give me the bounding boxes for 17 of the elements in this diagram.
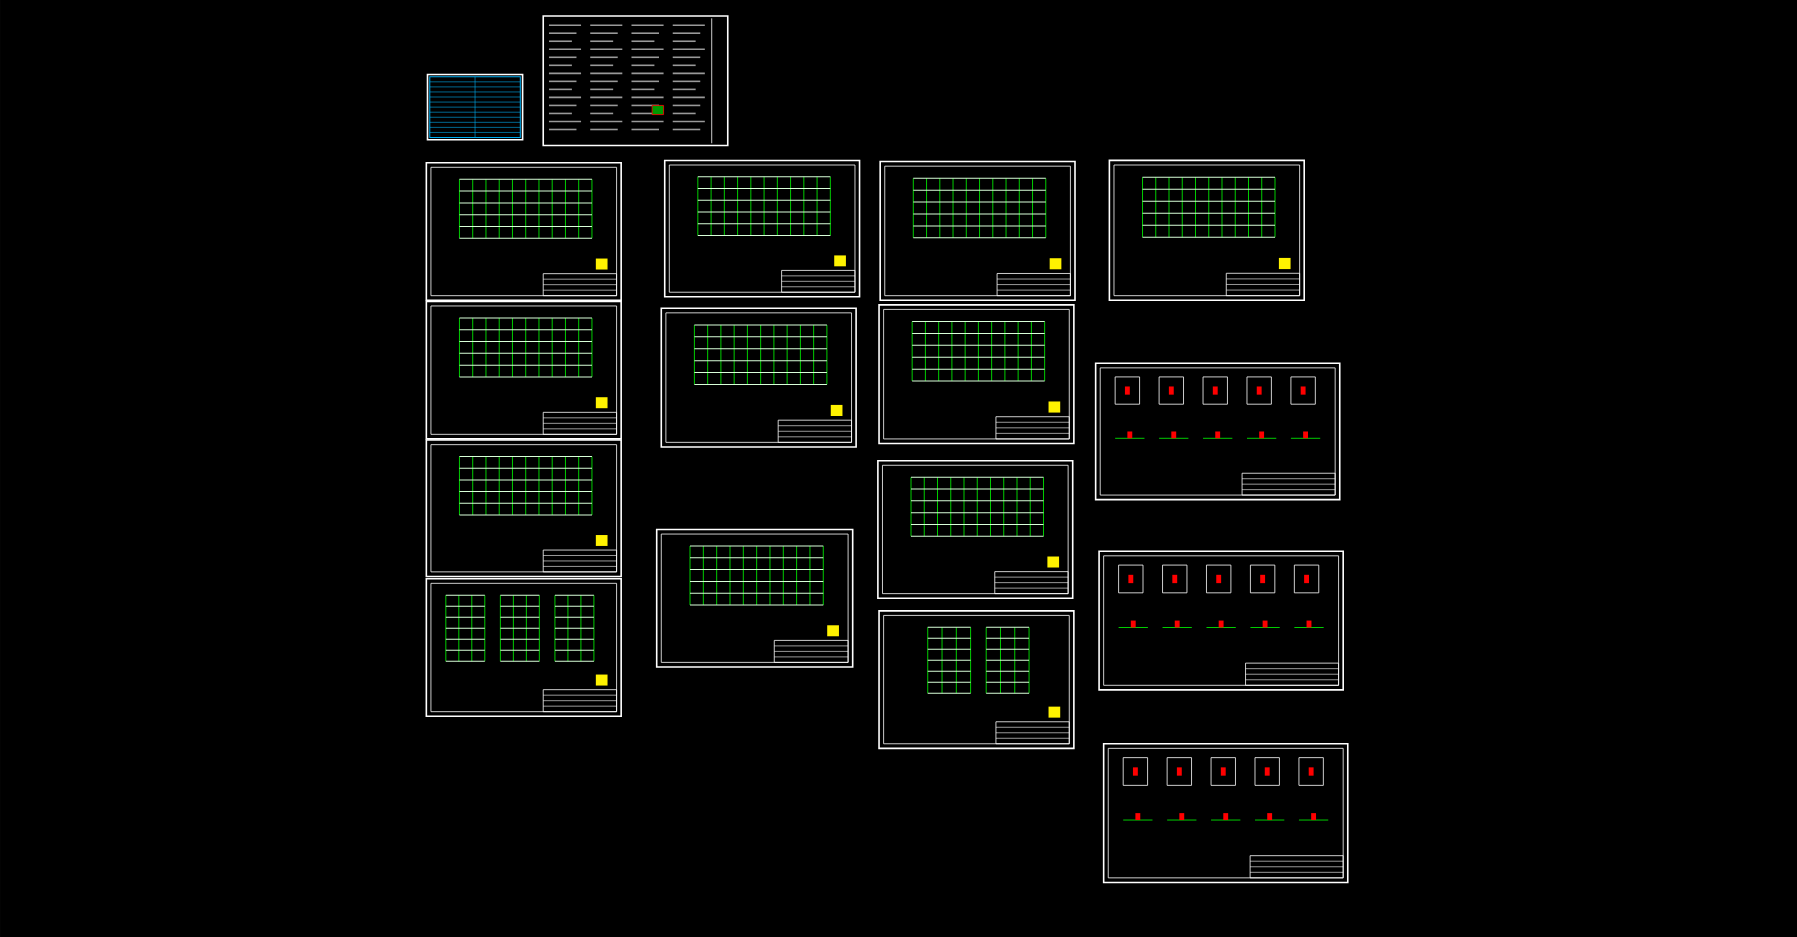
- drawing-sheet: [655, 528, 854, 668]
- drawing-sheet: [879, 160, 1076, 301]
- drawing-sheet: [1094, 362, 1341, 501]
- drawing-sheet: [1098, 550, 1344, 691]
- drawing-sheet: [425, 300, 622, 440]
- drawing-sheet: [877, 459, 1074, 599]
- drawing-sheet: [425, 577, 622, 717]
- drawing-sheet: [1102, 742, 1349, 884]
- drawing-sheet: [425, 439, 622, 578]
- drawing-sheet: [660, 307, 857, 448]
- drawing-sheet: [425, 161, 622, 301]
- drawing-sheet: [878, 609, 1075, 749]
- drawing-sheet: [542, 15, 729, 147]
- drawing-sheet: [1108, 159, 1305, 301]
- drawing-sheet: [878, 303, 1075, 445]
- drawing-sheet: [663, 159, 861, 298]
- drawing-sheet: [426, 73, 524, 141]
